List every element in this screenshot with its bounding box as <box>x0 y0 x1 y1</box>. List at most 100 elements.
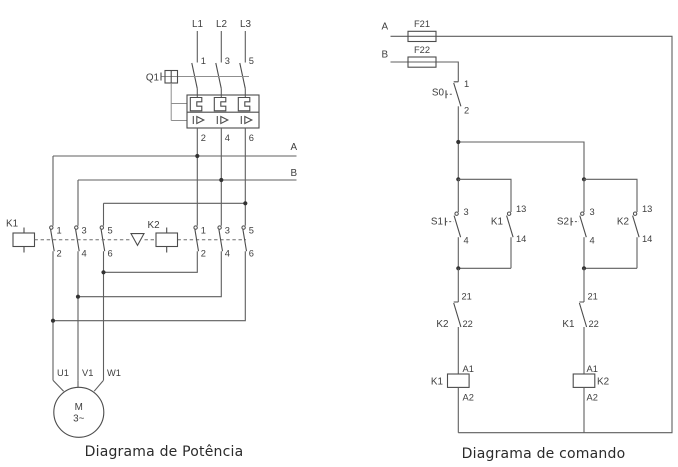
k2-seal-terminal-14: 14 <box>642 234 652 244</box>
mechanical-interlock <box>34 233 246 247</box>
k2-interlock-nc-contact <box>453 301 462 328</box>
q1-breaker: Q1 1 3 5 2 4 6 <box>146 56 260 143</box>
k1-seal-label: K1 <box>491 217 504 228</box>
s2-terminal-4: 4 <box>590 236 595 246</box>
k1-interlock-nc-contact <box>578 301 588 328</box>
k1-seal-terminal-14: 14 <box>516 234 526 244</box>
junction-dot <box>50 318 56 323</box>
motor-letter: M <box>75 402 83 413</box>
k2-interlock-terminal-22: 22 <box>463 319 473 329</box>
contact-pivot <box>506 211 512 216</box>
power-bus-b-label: B <box>291 168 298 179</box>
q1-terminal-2: 2 <box>201 133 206 143</box>
k1-interlock-terminal-21: 21 <box>588 292 598 302</box>
phase-label-l1: L1 <box>192 19 203 30</box>
junction-dot <box>243 201 248 206</box>
control-bus-a-label: A <box>382 22 389 33</box>
junction-dot <box>456 139 461 145</box>
fuse-f22-box <box>407 56 437 68</box>
fuse-f22-label: F22 <box>414 45 430 55</box>
thermal-hook-icon <box>237 96 251 112</box>
k2-terminal-5: 5 <box>249 226 254 236</box>
k1-coil-box <box>446 373 470 388</box>
branch1-parallel-top <box>457 178 512 212</box>
s2-no-contact <box>579 215 587 238</box>
bus-taps: A B <box>52 128 298 226</box>
motor: U1 V1 W1 M 3~ <box>52 368 121 438</box>
contact-pivot <box>217 225 222 230</box>
s1-terminal-4: 4 <box>464 236 469 246</box>
motor-circle <box>53 386 105 438</box>
contact-pivot <box>193 225 198 230</box>
contact-pivot <box>74 225 79 230</box>
k2-coil-box <box>572 373 596 388</box>
k1-poles <box>49 225 106 381</box>
motor-terminal-v1: V1 <box>82 368 93 378</box>
q1-contact-levers <box>191 62 246 89</box>
k2-terminal-6: 6 <box>249 249 254 259</box>
k2-poles <box>193 225 248 252</box>
fuse-f21-label: F21 <box>414 19 430 29</box>
motor-terminal-u1: U1 <box>57 368 69 378</box>
supply-leads <box>196 31 246 63</box>
k1-seal-no-contact <box>506 215 514 238</box>
k1-seal-terminal-13: 13 <box>516 204 526 214</box>
k2-terminal-1: 1 <box>201 226 206 236</box>
k2-terminal-3: 3 <box>225 226 230 236</box>
control-bus-b-label: B <box>382 50 389 61</box>
control-diagram-caption: Diagrama de comando <box>462 446 626 462</box>
junction-dot <box>75 294 81 299</box>
overcurrent-trip-icon <box>216 115 230 125</box>
s2-label: S2 <box>557 217 569 228</box>
s0-label: S0 <box>432 88 445 99</box>
q1-pole-leads <box>196 88 246 98</box>
q1-terminal-4: 4 <box>225 133 230 143</box>
control-bus-a: A F21 <box>382 19 673 434</box>
k1-pole-bottom-leads <box>52 251 105 381</box>
branch1: S1 3 4 K1 13 14 21 K2 22 A1 K1 A2 <box>431 178 526 433</box>
k1-coil-box <box>12 232 36 248</box>
k1-coil-terminal-a2: A2 <box>463 393 474 403</box>
power-diagram-caption: Diagrama de Potência <box>85 444 244 460</box>
branch2: S2 3 4 K2 13 14 21 K1 22 A1 K2 A2 <box>557 178 652 433</box>
s1-terminal-3: 3 <box>464 207 469 217</box>
bus-b-wire <box>77 179 297 226</box>
s0-terminal-2: 2 <box>464 106 469 116</box>
k2-coil-terminal-a1: A1 <box>587 364 598 374</box>
q1-trip-linkage <box>170 83 187 121</box>
k2-interlock-terminal-21: 21 <box>462 292 472 302</box>
control-bus-b: B F22 <box>382 45 459 82</box>
k1-interlock-label: K1 <box>562 319 575 330</box>
k1-terminal-4: 4 <box>82 249 87 259</box>
s0-stop-button: S0 1 2 <box>432 79 469 142</box>
k1-contactor: K1 1 3 5 2 4 6 <box>6 219 113 381</box>
bus-a-wire <box>52 155 297 226</box>
k1-label: K1 <box>6 219 19 230</box>
contact-pivot <box>580 211 585 216</box>
contact-pivot <box>49 225 54 230</box>
k1-coil-terminal-a1: A1 <box>463 364 474 374</box>
junction-dot <box>101 270 106 275</box>
phase-verticals <box>196 128 246 226</box>
overcurrent-trip-icons <box>192 115 254 125</box>
bus-c-wire <box>102 202 246 226</box>
q1-terminal-6: 6 <box>249 133 254 143</box>
s1-label: S1 <box>431 217 444 228</box>
bus-a-wire-loop <box>390 35 673 434</box>
control-diagram: A F21 B F22 S0 1 2 <box>382 19 673 462</box>
feeder-to-branch2 <box>458 141 585 180</box>
k1-terminal-6: 6 <box>108 249 113 259</box>
branch-feeders <box>456 139 587 182</box>
phase-label-l3: L3 <box>240 19 251 30</box>
overcurrent-trip-icon <box>192 115 206 125</box>
k2-coil-box <box>155 232 179 248</box>
s1-no-contact <box>453 215 462 238</box>
k1-terminal-2: 2 <box>57 249 62 259</box>
s0-terminal-1: 1 <box>464 79 469 89</box>
k2-pole-levers <box>194 229 248 252</box>
k1-pole-levers <box>50 229 106 252</box>
k2-coil-label: K2 <box>597 377 609 388</box>
phase-swap-wires <box>50 251 246 323</box>
supply-phases: L1 L2 L3 <box>192 19 251 63</box>
